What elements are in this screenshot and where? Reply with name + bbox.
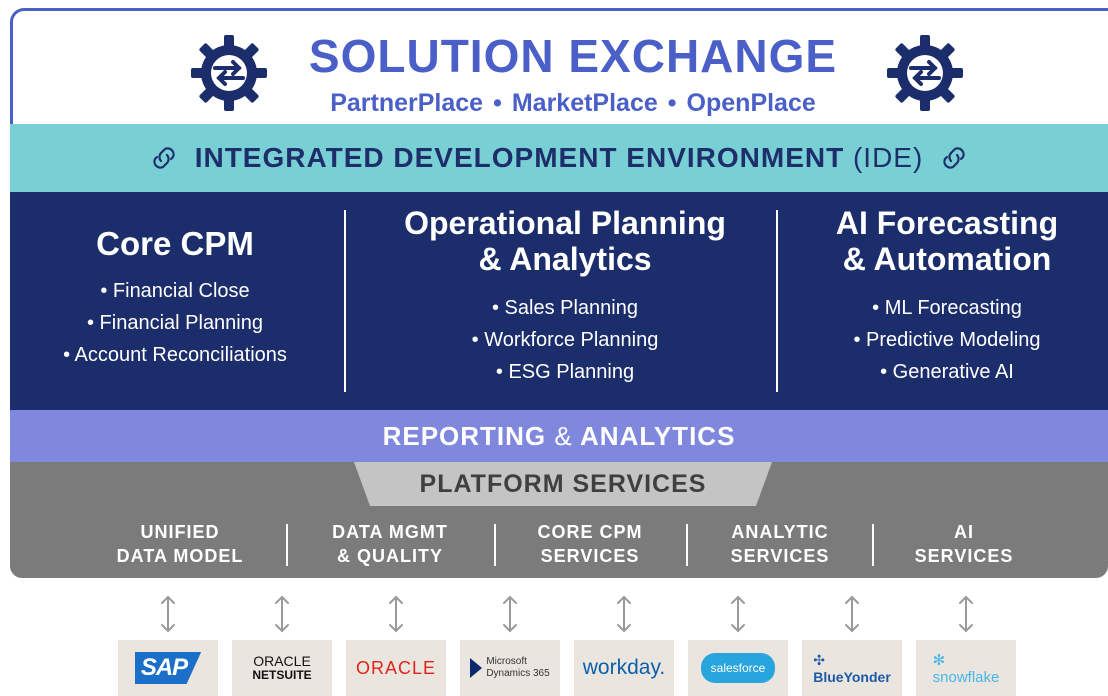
module-title-line: & Automation	[842, 240, 1052, 277]
reporting-analytics-band: REPORTING & ANALYTICS	[10, 410, 1108, 462]
bidirectional-arrow-icon	[731, 595, 745, 633]
module-title: Core CPM	[96, 225, 254, 262]
service-unified-data-model: UNIFIED DATA MODEL	[100, 520, 260, 568]
service-divider	[494, 524, 496, 566]
dynamics-logo-text: Microsoft Dynamics 365	[486, 656, 549, 680]
integration-logo-sap: SAP	[118, 640, 218, 696]
service-line: CORE CPM	[537, 522, 643, 542]
service-line: SERVICES	[540, 546, 640, 566]
module-divider	[776, 210, 778, 392]
subtitle-separator: •	[667, 89, 677, 117]
module-title-line: Operational Planning	[404, 205, 726, 241]
bidirectional-arrow-icon	[161, 595, 175, 633]
bidirectional-arrow-icon	[389, 595, 403, 633]
service-line: DATA MODEL	[116, 546, 244, 566]
platform-title-tab	[354, 462, 772, 506]
ide-label: INTEGRATED DEVELOPMENT ENVIRONMENT (IDE)	[195, 142, 924, 174]
service-line: SERVICES	[730, 546, 830, 566]
module-operational-planning: Operational Planning& Analytics • Sales …	[356, 192, 774, 410]
service-ai: AI SERVICES	[884, 520, 1044, 568]
reporting-ampersand: &	[554, 421, 573, 451]
blueyonder-logo-name: BlueYonder	[813, 668, 891, 685]
service-line: SERVICES	[914, 546, 1014, 566]
bidirectional-arrow-icon	[845, 595, 859, 633]
snowflake-logo-text: ✻snowflake	[933, 651, 1000, 686]
service-line: & QUALITY	[337, 546, 443, 566]
bidirectional-arrow-icon	[617, 595, 631, 633]
netsuite-logo-line1: ORACLE	[253, 653, 311, 669]
integration-logo-salesforce: salesforce	[688, 640, 788, 696]
module-item: • Financial Close	[100, 279, 250, 302]
bidirectional-arrow-icon	[959, 595, 973, 633]
module-divider	[344, 210, 346, 392]
module-title-line: & Analytics	[478, 240, 652, 277]
oracle-logo-text: ORACLE	[355, 657, 437, 678]
integration-logo-snowflake: ✻snowflake	[916, 640, 1016, 696]
ide-band: INTEGRATED DEVELOPMENT ENVIRONMENT (IDE)	[10, 124, 1108, 192]
module-title: AI Forecasting& Automation	[786, 192, 1108, 278]
page-subtitle: PartnerPlace • MarketPlace • OpenPlace	[273, 89, 873, 118]
integration-logo-workday: workday.	[574, 640, 674, 696]
gear-exchange-icon	[887, 35, 963, 111]
integration-logo-blueyonder: ✣BlueYonder	[802, 640, 902, 696]
service-data-mgmt: DATA MGMT & QUALITY	[310, 520, 470, 568]
analytics-label: ANALYTICS	[580, 421, 736, 451]
bidirectional-arrow-icon	[275, 595, 289, 633]
module-title: Operational Planning& Analytics	[356, 192, 774, 278]
integration-logo-oracle-netsuite: ORACLE NETSUITE	[232, 640, 332, 696]
page-title: SOLUTION EXCHANGE	[308, 30, 838, 82]
service-divider	[872, 524, 874, 566]
netsuite-logo-text: ORACLE NETSUITE	[252, 654, 311, 682]
gear-exchange-icon	[191, 35, 267, 111]
dynamics-triangle-icon	[470, 658, 483, 678]
ide-abbreviation: (IDE)	[852, 142, 924, 173]
integration-logo-oracle: ORACLE	[346, 640, 446, 696]
service-line: ANALYTIC	[731, 522, 829, 542]
service-core-cpm: CORE CPM SERVICES	[510, 520, 670, 568]
salesforce-logo-text: salesforce	[700, 653, 776, 683]
sap-logo-text: SAP	[134, 652, 202, 684]
module-item: • Generative AI	[880, 360, 1014, 383]
subtitle-marketplace: MarketPlace	[511, 89, 658, 117]
service-line: DATA MGMT	[332, 522, 448, 542]
module-core-cpm: Core CPM • Financial Close • Financial P…	[10, 192, 340, 410]
dynamics-logo: Microsoft Dynamics 365	[470, 656, 550, 680]
subtitle-openplace: OpenPlace	[686, 89, 816, 117]
service-analytic: ANALYTIC SERVICES	[700, 520, 860, 568]
workday-logo-text: workday.	[582, 656, 666, 679]
module-item: • Account Reconciliations	[63, 343, 287, 366]
netsuite-logo-line2: NETSUITE	[252, 668, 312, 682]
service-divider	[686, 524, 688, 566]
module-item: • Predictive Modeling	[853, 328, 1041, 351]
service-divider	[286, 524, 288, 566]
snowflake-logo-name: snowflake	[932, 668, 1000, 686]
blueyonder-mark-icon: ✣	[813, 651, 825, 668]
integration-logo-microsoft-dynamics: Microsoft Dynamics 365	[460, 640, 560, 696]
module-ai-forecasting: AI Forecasting& Automation • ML Forecast…	[786, 192, 1108, 410]
platform-services-title: PLATFORM SERVICES	[419, 470, 707, 498]
snowflake-icon: ✻	[932, 651, 946, 669]
module-title-line: AI Forecasting	[835, 205, 1059, 241]
solution-exchange-header: SOLUTION EXCHANGE PartnerPlace • MarketPla…	[10, 8, 1108, 124]
reporting-label: REPORTING	[382, 421, 547, 451]
service-line: UNIFIED	[140, 522, 220, 542]
dynamics-logo-line1: Microsoft	[486, 656, 527, 667]
subtitle-separator: •	[493, 89, 502, 117]
service-line: AI	[954, 522, 974, 542]
link-icon	[153, 147, 175, 169]
module-item: • Financial Planning	[87, 311, 263, 334]
module-item: • Workforce Planning	[471, 328, 659, 351]
ide-label-text: INTEGRATED DEVELOPMENT ENVIRONMENT	[194, 142, 845, 173]
module-item: • ESG Planning	[495, 360, 635, 383]
subtitle-partnerplace: PartnerPlace	[330, 89, 484, 117]
link-icon	[943, 147, 965, 169]
solution-modules: Core CPM • Financial Close • Financial P…	[10, 192, 1108, 410]
blueyonder-logo-text: ✣BlueYonder	[813, 652, 891, 685]
dynamics-logo-line2: Dynamics 365	[486, 668, 550, 679]
module-item: • Sales Planning	[492, 296, 638, 319]
bidirectional-arrow-icon	[503, 595, 517, 633]
module-item: • ML Forecasting	[872, 296, 1022, 319]
